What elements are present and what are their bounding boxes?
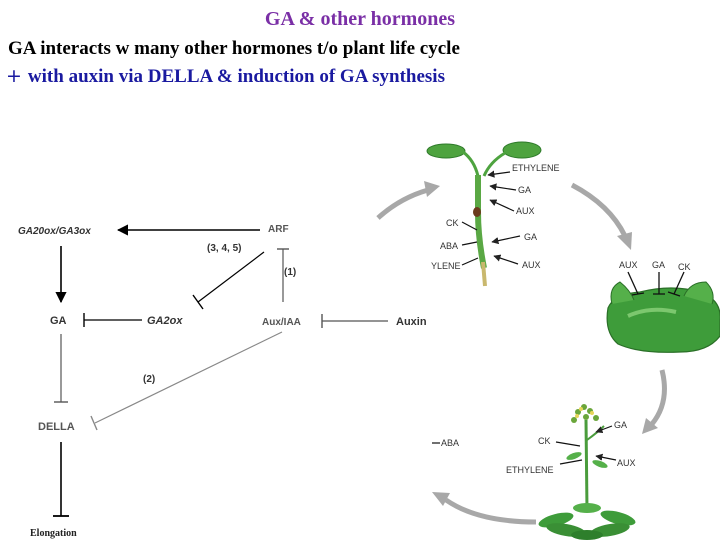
label-step-3-4-5: (3, 4, 5)	[207, 243, 241, 254]
ovule-aux-inhibit	[627, 271, 639, 295]
seedling-aba-inhibit	[461, 241, 478, 246]
slide-title: GA & other hormones	[264, 8, 456, 30]
seedling-ga-mid-arrow	[491, 235, 521, 245]
label-elongation: Elongation	[30, 528, 77, 539]
label-della: DELLA	[38, 421, 75, 433]
cycle-arrow-top-right	[570, 182, 628, 238]
seedling-ethylene-arrow	[487, 170, 511, 178]
mature-plant: GA CK AUX ETHYLENE ABA	[432, 404, 636, 540]
label-step-1: (1)	[284, 267, 296, 278]
ovule: AUX GA CK	[606, 260, 720, 353]
ovule-left-lobe	[610, 281, 635, 305]
ovule-ck-inhibit	[673, 271, 685, 295]
seedling-label-ethylene-cut: YLENE	[431, 261, 461, 271]
seedling-hypocotyl	[475, 175, 487, 269]
ovule-label-aux: AUX	[619, 260, 638, 270]
mature-ga-arrow	[595, 425, 613, 434]
mature-label-aux: AUX	[617, 458, 636, 468]
ovule-label-ga: GA	[652, 260, 665, 270]
cycle-arrow-top-right-head	[617, 232, 632, 250]
seedling-seed	[473, 207, 481, 217]
seedling-label-ga-mid: GA	[524, 232, 537, 242]
ovule-highlight	[627, 307, 677, 318]
label-aux-iaa: Aux/IAA	[262, 317, 301, 328]
body-line-2-text: with auxin via DELLA & induction of GA s…	[27, 66, 445, 87]
ovule-label-ck: CK	[678, 262, 691, 272]
ovule-right-lobe	[683, 281, 714, 305]
seedling-label-ck: CK	[446, 218, 459, 228]
mature-stem-leaf-2	[592, 460, 608, 468]
label-arf: ARF	[268, 224, 289, 235]
seedling-right-petiole	[482, 151, 506, 177]
mature-label-aba: ABA	[441, 438, 459, 448]
body-line-2: +with auxin via DELLA & induction of GA …	[6, 65, 445, 88]
mature-leaf-5	[573, 503, 601, 513]
seedling-label-ga-top: GA	[518, 185, 531, 195]
seedling-label-aux-top: AUX	[516, 206, 535, 216]
label-step-2: (2)	[143, 374, 155, 385]
seedling-left-cotyledon	[426, 143, 466, 159]
seedling-ethylene-inhibit	[461, 257, 479, 266]
seedling-label-aux-bot: AUX	[522, 260, 541, 270]
seedling-label-aba: ABA	[440, 241, 458, 251]
seedling-ga-top-arrow	[489, 183, 517, 191]
seedling-root	[481, 261, 487, 287]
seedling: ETHYLENE GA AUX CK ABA GA YLENE AUX	[426, 141, 560, 287]
ovule-aux-inhibit-bar	[631, 292, 645, 296]
seedling-label-ethylene: ETHYLENE	[512, 163, 560, 173]
mature-ethylene-inhibit	[559, 459, 583, 465]
cycle-arrow-top-left	[376, 187, 429, 220]
seedling-aux-bot-arrow	[493, 254, 519, 265]
mature-aux-arrow	[595, 453, 617, 461]
mature-label-ethylene: ETHYLENE	[506, 465, 554, 475]
auxiaa-inhibits-della	[94, 331, 283, 424]
label-ga2ox: GA2ox	[147, 315, 183, 327]
cycle-arrow-right-head	[642, 418, 658, 434]
arf-inhibits-ga2ox	[197, 251, 265, 303]
mature-label-ga: GA	[614, 420, 627, 430]
label-auxin: Auxin	[396, 316, 427, 328]
label-ga: GA	[50, 315, 67, 327]
mature-stem	[584, 419, 589, 511]
mature-stem-leaf-1	[566, 452, 582, 460]
mature-ck-inhibit	[555, 441, 581, 447]
arf-inhibits-ga2ox-bar	[192, 294, 204, 310]
seedling-right-cotyledon	[502, 141, 542, 159]
label-ga20ox-ga3ox: GA20ox/GA3ox	[18, 226, 91, 237]
mature-label-ck: CK	[538, 436, 551, 446]
mature-leaf-6	[571, 530, 603, 540]
mature-branch	[586, 425, 605, 441]
mature-leaf-1	[538, 512, 574, 528]
cycle-arrow-bottom-head	[432, 492, 450, 506]
pathway-diagram: GA20ox/GA3ox ARF (3, 4, 5) (1) GA GA2ox …	[18, 224, 427, 539]
ovule-ck-inhibit-bar	[667, 291, 681, 297]
seedling-left-petiole	[462, 150, 480, 177]
auxiaa-inhibits-della-bar	[90, 415, 98, 431]
plus-bullet: +	[6, 65, 22, 87]
cycle-arrow-top-left-head	[424, 181, 440, 197]
ovule-body	[606, 287, 720, 353]
mature-leaf-2	[600, 510, 636, 526]
cycle-arrow-right	[650, 369, 667, 426]
cycle-arrows	[376, 181, 667, 525]
seedling-ck-inhibit	[461, 221, 478, 231]
seedling-aux-top-arrow	[489, 199, 515, 212]
cycle-arrow-bottom	[444, 497, 537, 525]
body-line-1: GA interacts w many other hormones t/o p…	[8, 38, 460, 59]
